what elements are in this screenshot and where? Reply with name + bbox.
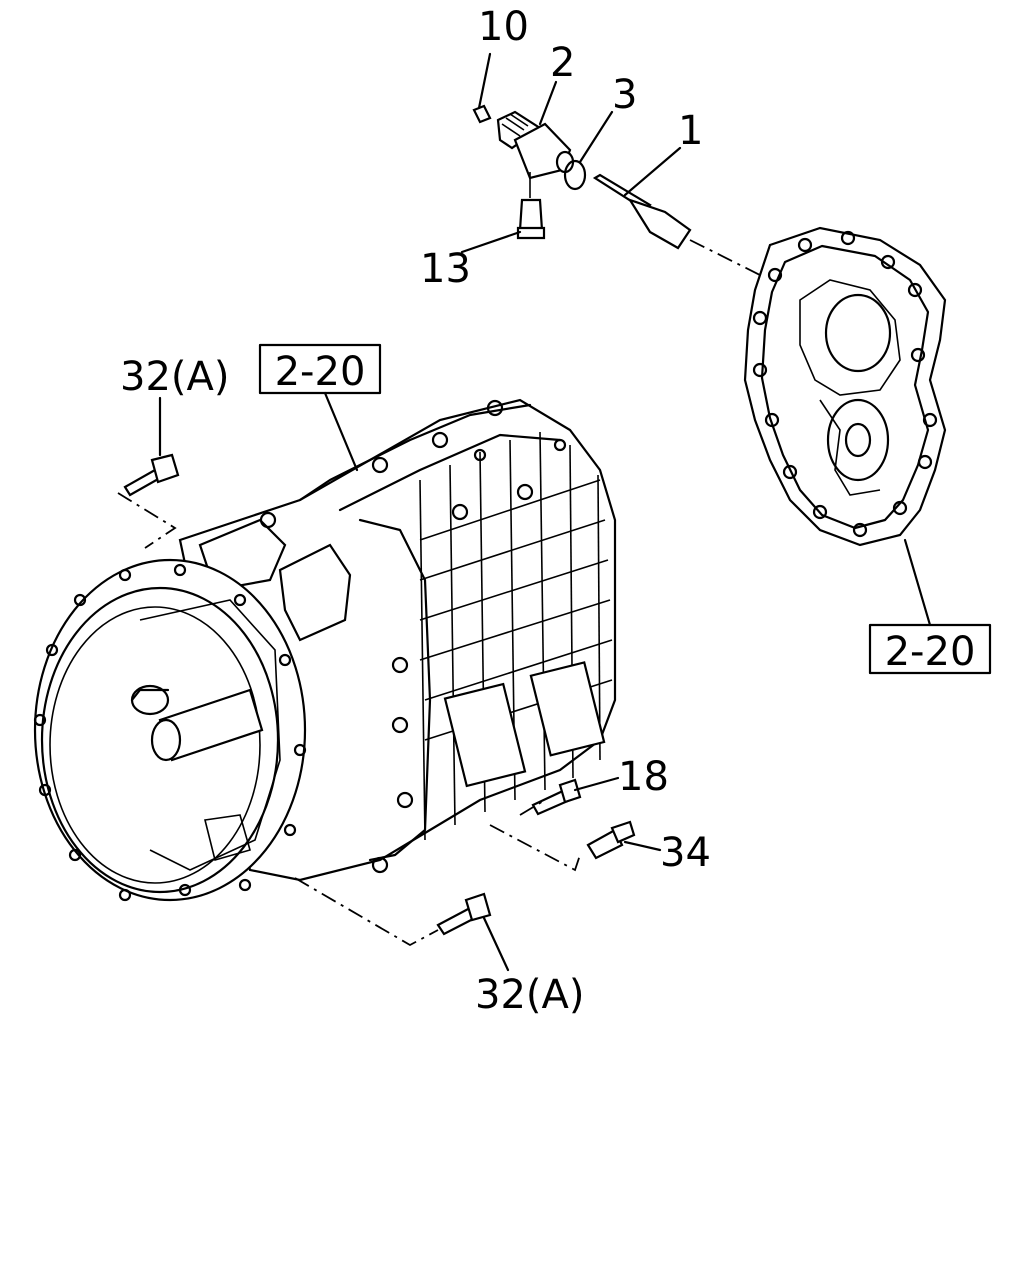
fastener-32a-bottom: [436, 892, 510, 972]
part-13-bolt: [460, 172, 546, 254]
callout-10: 10: [478, 4, 529, 50]
part-2-sensor: [496, 80, 575, 180]
callout-34: 34: [660, 830, 711, 876]
bell-bolt-holes: [33, 563, 307, 902]
transmission-case: [33, 398, 617, 902]
callout-2: 2: [550, 40, 575, 86]
fastener-32a-top: [123, 396, 180, 497]
case-bolts: [259, 399, 567, 874]
part-3-o-ring: [563, 110, 614, 191]
callout-32a-top: 32(A): [120, 354, 229, 400]
part-1-shaft: [592, 146, 692, 250]
fastener-18: [531, 776, 620, 816]
cover-bolt-holes: [752, 230, 938, 538]
assembly-lines: [117, 239, 932, 947]
speed-sensor-assembly: [460, 52, 692, 254]
callout-13: 13: [420, 246, 471, 292]
part-10-plug: [472, 52, 492, 124]
reference-box-case: 2-20: [258, 343, 382, 395]
callout-32a-bottom: 32(A): [475, 972, 584, 1018]
rear-cover: [743, 226, 947, 547]
reference-box-cover: 2-20: [868, 623, 992, 675]
reference-label-case: 2-20: [275, 349, 366, 395]
reference-label-cover: 2-20: [885, 629, 976, 675]
input-shaft: [130, 684, 264, 762]
callout-3: 3: [612, 72, 637, 118]
callout-18: 18: [618, 754, 669, 800]
callout-1: 1: [678, 108, 703, 154]
fastener-34: [586, 820, 662, 860]
